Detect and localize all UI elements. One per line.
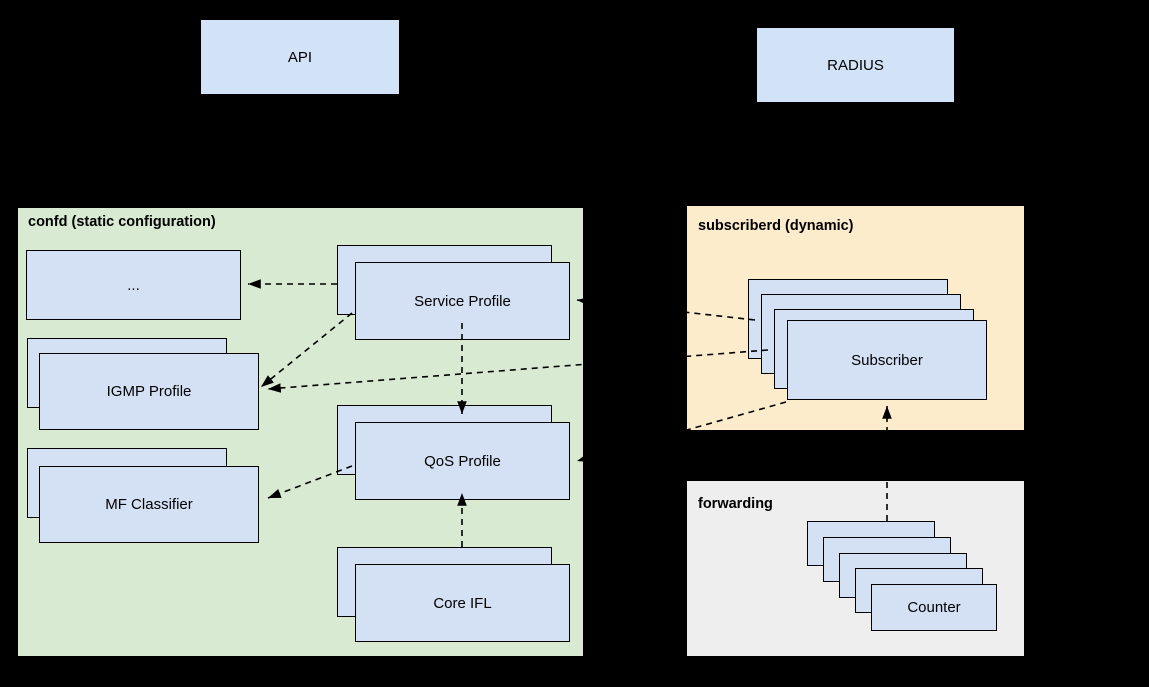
node-counter-label: Counter <box>907 599 961 616</box>
region-forwarding-title: forwarding <box>698 496 773 512</box>
node-api-label: API <box>287 48 313 66</box>
node-subscriber-front: Subscriber <box>787 320 987 400</box>
node-subscriber-label: Subscriber <box>851 351 923 369</box>
node-igmp-profile[interactable]: IGMP Profile <box>27 338 260 431</box>
node-qos-profile[interactable]: QoS Profile <box>337 405 570 505</box>
node-qos-profile-front: QoS Profile <box>355 422 570 500</box>
node-ellipsis[interactable]: ... <box>26 250 241 320</box>
node-ellipsis-label: ... <box>127 276 140 294</box>
node-igmp-profile-front: IGMP Profile <box>39 353 259 430</box>
node-api[interactable]: API <box>200 19 400 95</box>
node-service-profile-front: Service Profile <box>355 262 570 340</box>
node-ellipsis-front: ... <box>26 250 241 320</box>
node-core-ifl[interactable]: Core IFL <box>337 547 570 647</box>
node-qos-profile-label: QoS Profile <box>424 452 501 470</box>
node-mf-classifier-front: MF Classifier <box>39 466 259 543</box>
node-mf-classifier-label: MF Classifier <box>105 496 193 513</box>
node-core-ifl-front: Core IFL <box>355 564 570 642</box>
region-subscriberd-title: subscriberd (dynamic) <box>698 218 854 234</box>
node-counter-front: Counter <box>871 584 997 631</box>
node-counter[interactable]: Counter <box>807 521 997 631</box>
node-service-profile[interactable]: Service Profile <box>337 245 570 345</box>
node-core-ifl-label: Core IFL <box>433 594 492 612</box>
node-igmp-profile-label: IGMP Profile <box>106 383 192 400</box>
node-radius[interactable]: RADIUS <box>756 27 955 103</box>
region-confd-title: confd (static configuration) <box>28 214 216 230</box>
node-mf-classifier[interactable]: MF Classifier <box>27 448 260 544</box>
node-radius-label: RADIUS <box>827 56 884 74</box>
node-subscriber[interactable]: Subscriber <box>748 279 988 400</box>
node-service-profile-label: Service Profile <box>414 292 511 310</box>
